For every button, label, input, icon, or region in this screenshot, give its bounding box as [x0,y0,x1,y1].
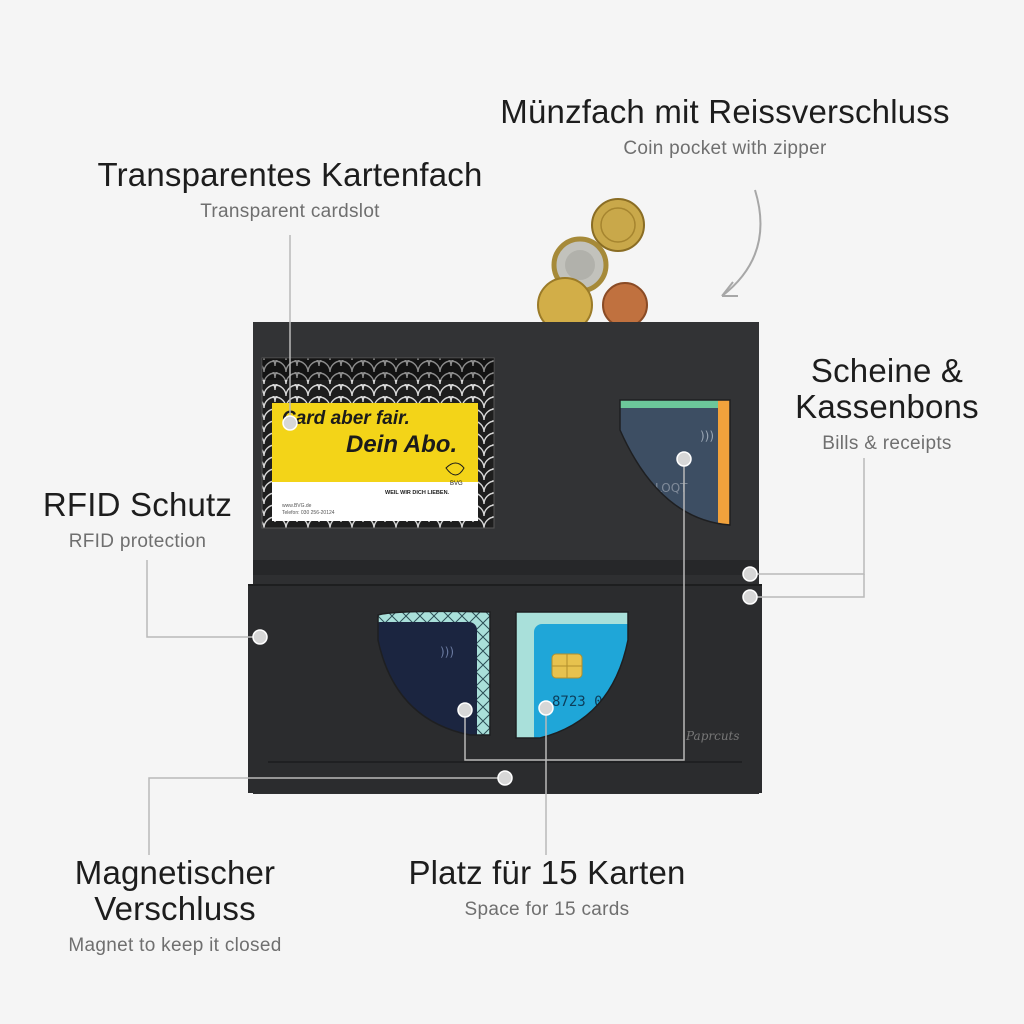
label-rfid: RFID Schutz RFID protection [30,487,245,553]
svg-text:))): ))) [440,645,454,659]
svg-text:))): ))) [700,429,714,443]
bvg-card-line2: Dein Abo. [346,431,457,458]
coin-pocket-subtitle: Coin pocket with zipper [623,138,827,159]
callout-lines [146,235,865,855]
coins [537,198,648,333]
bvg-slogan: WEIL WIR DICH LIEBEN. [385,490,450,496]
coin-pocket-arrow [721,189,762,297]
line-cards-2 [464,459,685,761]
dot-rfid [252,629,268,645]
magnetic-title-line1: Magnetischer [74,854,276,891]
transparent-slot-title: Transparentes Kartenfach [97,156,483,193]
label-cards: Platz für 15 Karten Space for 15 cards [380,855,714,921]
line-magnet [148,777,505,855]
dot-card-right [538,700,554,716]
transparent-slot-subtitle: Transparent cardslot [200,201,380,222]
line-rfid [146,560,258,638]
bvg-card: Card aber fair. Dein Abo. BVG WEIL WIR D… [272,403,478,521]
dot-bills-2 [742,589,758,605]
cards-title: Platz für 15 Karten [408,854,686,891]
coin-4 [602,282,648,328]
label-magnetic: Magnetischer Verschluss Magnet to keep i… [30,855,320,957]
wallet: Card aber fair. Dein Abo. BVG WEIL WIR D… [248,322,762,794]
callout-dots [252,415,758,786]
bills-subtitle: Bills & receipts [822,433,952,454]
label-bills: Scheine & Kassenbons Bills & receipts [770,353,1004,455]
dot-bills-1 [742,566,758,582]
svg-text:LOQT: LOQT [655,481,688,495]
label-transparent-slot: Transparentes Kartenfach Transparent car… [60,157,520,223]
label-coin-pocket: Münzfach mit Reissverschluss Coin pocket… [470,94,980,160]
brand-mark: Paprcuts [685,729,740,743]
bvg-web: www.BVG.de [282,503,312,509]
bills-title-line1: Scheine & [810,352,964,389]
dot-magnet [497,770,513,786]
line-bills-2 [750,574,865,598]
magnetic-title-line2: Verschluss [94,890,256,927]
bvg-badge: BVG [450,481,463,487]
coin-1 [591,198,645,252]
bank-card-number: 8723 0 [552,694,603,710]
dot-card-left [457,702,473,718]
bills-title-line2: Kassenbons [795,388,979,425]
cards-subtitle: Space for 15 cards [464,899,630,920]
bvg-card-line1: Card aber fair. [282,408,410,429]
rfid-subtitle: RFID protection [68,531,207,552]
rfid-title: RFID Schutz [42,486,233,523]
dot-transparent-slot [282,415,298,431]
coin-pocket-title: Münzfach mit Reissverschluss [500,93,950,130]
bvg-phone: Telefon: 030 256-20124 [282,510,335,516]
line-bills-1 [750,458,865,575]
magnetic-subtitle: Magnet to keep it closed [68,935,282,956]
dot-bills-upper [676,451,692,467]
